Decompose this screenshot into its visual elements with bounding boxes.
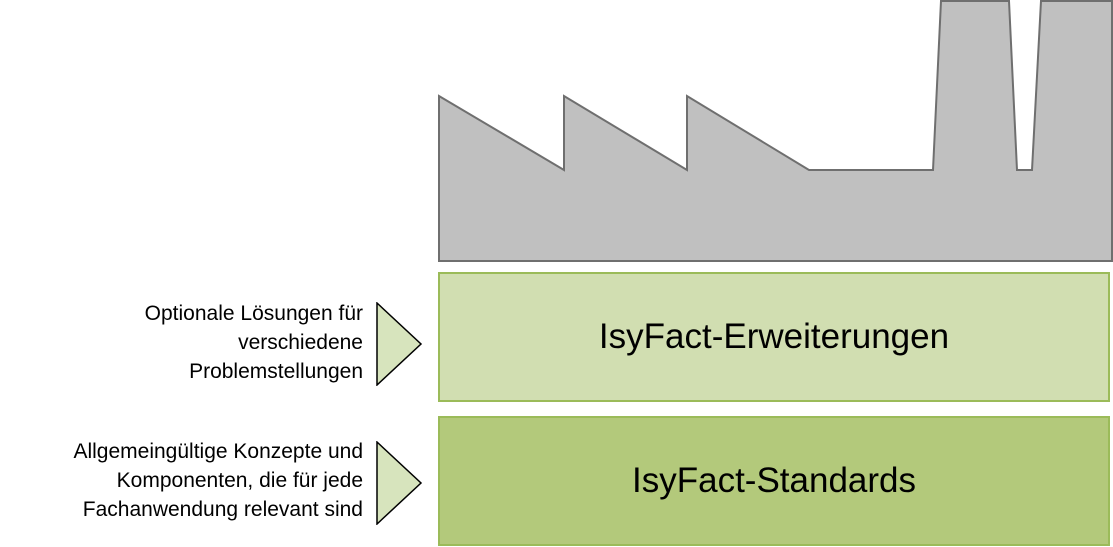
standards-description-line: Komponenten, die für jede (116, 469, 363, 492)
extensions-description-line: verschiedene (238, 331, 363, 354)
extensions-description-line: Optionale Lösungen für (144, 302, 363, 325)
extensions-layer-label: IsyFact-Erweiterungen (598, 317, 950, 356)
factory-icon (438, 0, 1113, 262)
chevron-right-icon (376, 441, 423, 525)
extensions-description-line: Problemstellungen (189, 360, 363, 383)
standards-layer-label: IsyFact-Standards (632, 461, 916, 500)
extensions-description: Optionale Lösungen für verschiedene Prob… (145, 299, 363, 386)
standards-description: Allgemeingültige Konzepte und Komponente… (73, 437, 363, 524)
extensions-layer: IsyFact-Erweiterungen (438, 272, 1110, 402)
standards-description-line: Fachanwendung relevant sind (82, 498, 363, 521)
standards-description-line: Allgemeingültige Konzepte und (73, 440, 363, 463)
standards-layer: IsyFact-Standards (438, 416, 1110, 546)
chevron-right-icon (376, 302, 423, 386)
